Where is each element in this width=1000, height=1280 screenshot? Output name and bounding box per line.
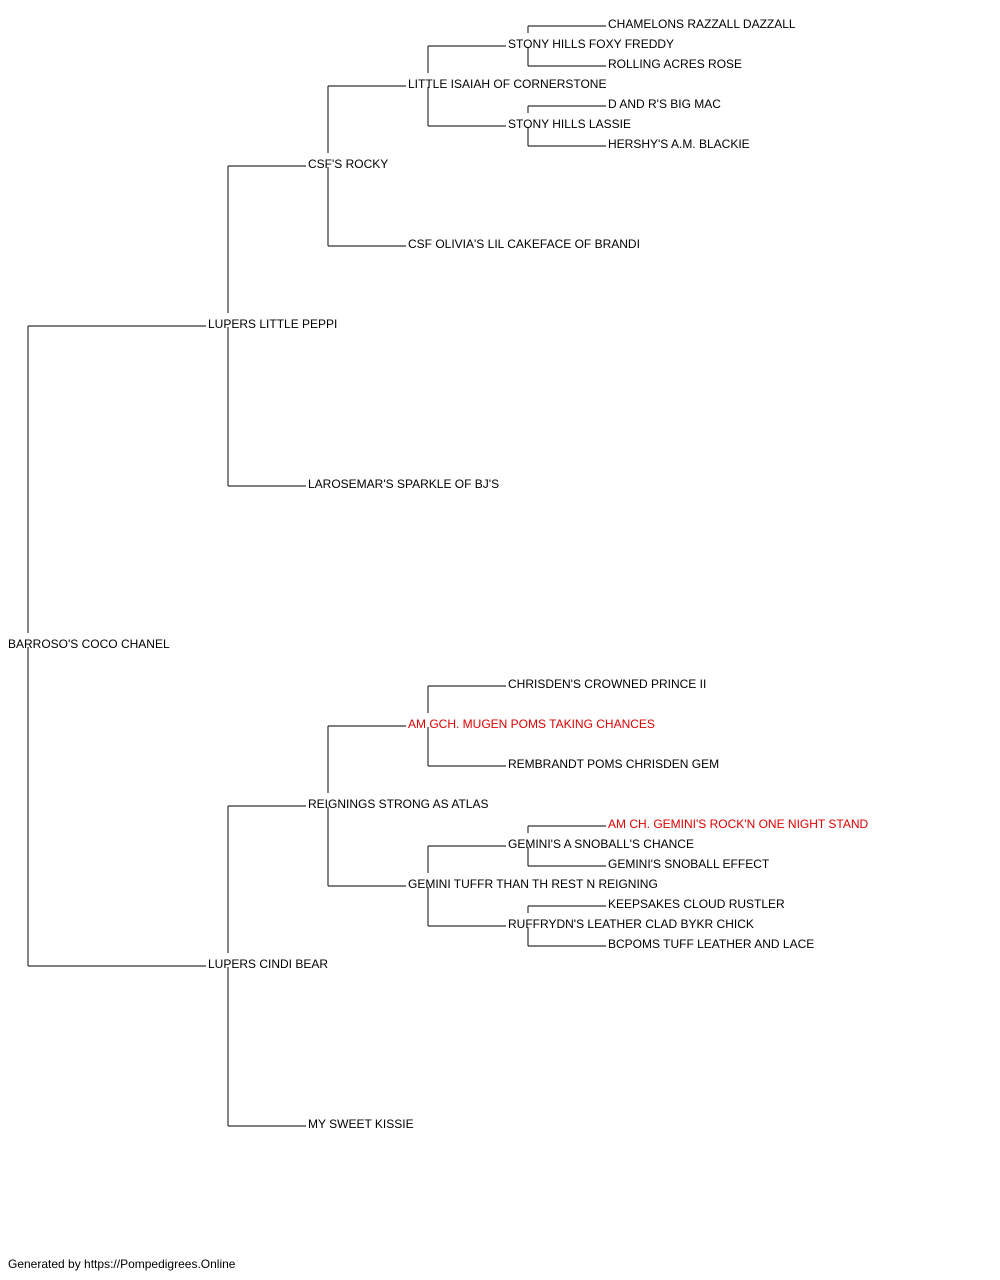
pedigree-name-dsd: GEMINI TUFFR THAN TH REST N REIGNING — [408, 877, 658, 891]
pedigree-name-dam-dam: MY SWEET KISSIE — [308, 1117, 414, 1131]
pedigree-name-dsdds: KEEPSAKES CLOUD RUSTLER — [608, 897, 785, 911]
pedigree-name-sss: LITTLE ISAIAH OF CORNERSTONE — [408, 77, 606, 91]
pedigree-name-ssssd: ROLLING ACRES ROSE — [608, 57, 742, 71]
pedigree-name-dsds: GEMINI'S A SNOBALL'S CHANCE — [508, 837, 694, 851]
pedigree-name-sire-sire: CSF'S ROCKY — [308, 157, 388, 171]
pedigree-name-dsdss: AM CH. GEMINI'S ROCK'N ONE NIGHT STAND — [608, 817, 868, 831]
pedigree-name-subject: BARROSO'S COCO CHANEL — [8, 637, 170, 651]
pedigree-name-sire: LUPERS LITTLE PEPPI — [208, 317, 337, 331]
pedigree-name-sssdd: HERSHY'S A.M. BLACKIE — [608, 137, 750, 151]
generator-footer: Generated by https://Pompedigrees.Online — [8, 1257, 236, 1271]
pedigree-name-dam-sire: REIGNINGS STRONG AS ATLAS — [308, 797, 489, 811]
pedigree-name-dssd: REMBRANDT POMS CHRISDEN GEM — [508, 757, 719, 771]
pedigree-name-dam: LUPERS CINDI BEAR — [208, 957, 328, 971]
pedigree-name-dsddd: BCPOMS TUFF LEATHER AND LACE — [608, 937, 814, 951]
pedigree-name-sssds: D AND R'S BIG MAC — [608, 97, 721, 111]
pedigree-name-dss: AM GCH. MUGEN POMS TAKING CHANCES — [408, 717, 655, 731]
pedigree-name-dsss: CHRISDEN'S CROWNED PRINCE II — [508, 677, 706, 691]
pedigree-name-ssss: STONY HILLS FOXY FREDDY — [508, 37, 674, 51]
pedigree-name-dsdd: RUFFRYDN'S LEATHER CLAD BYKR CHICK — [508, 917, 754, 931]
pedigree-name-sssss: CHAMELONS RAZZALL DAZZALL — [608, 17, 796, 31]
pedigree-name-ssd: CSF OLIVIA'S LIL CAKEFACE OF BRANDI — [408, 237, 640, 251]
pedigree-name-sire-dam: LAROSEMAR'S SPARKLE OF BJ'S — [308, 477, 499, 491]
pedigree-name-sssd: STONY HILLS LASSIE — [508, 117, 631, 131]
pedigree-name-dsdsd: GEMINI'S SNOBALL EFFECT — [608, 857, 770, 871]
